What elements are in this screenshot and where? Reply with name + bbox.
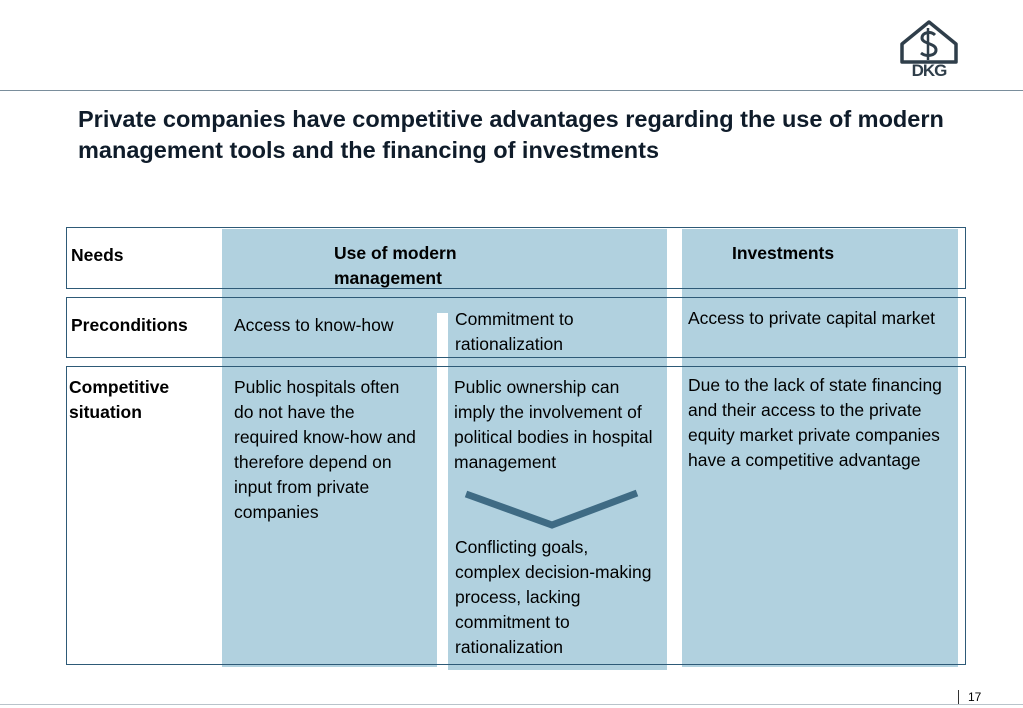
logo-text: DKG <box>912 61 948 78</box>
header-divider <box>0 90 1023 91</box>
competitive-ownership: Public ownership can imply the involveme… <box>454 377 653 472</box>
competitive-row-box <box>66 366 966 665</box>
competitive-conflicts: Conflicting goals, complex decision-maki… <box>455 537 652 657</box>
row-label-competitive: Competitive situation <box>69 377 170 422</box>
competitive-investments: Due to the lack of state financing and t… <box>688 375 942 470</box>
commitment-column-bg <box>448 313 667 670</box>
page-number-separator <box>958 690 959 704</box>
chevron-down-icon <box>464 489 639 529</box>
needs-row-box <box>66 227 966 289</box>
page-number: 17 <box>968 690 982 704</box>
investments-column-bg <box>682 229 958 667</box>
column-header-investments: Investments <box>732 243 835 263</box>
precondition-commitment: Commitment to rationalization <box>455 309 574 354</box>
footer-divider <box>0 704 1023 705</box>
column-header-management: Use of modern management <box>334 243 457 288</box>
preconditions-row-box <box>66 297 966 358</box>
row-label-preconditions: Preconditions <box>71 315 188 335</box>
precondition-know-how: Access to know-how <box>234 315 394 335</box>
management-column-bg-right <box>437 229 667 313</box>
precondition-capital: Access to private capital market <box>688 308 936 328</box>
page-title: Private companies have competitive advan… <box>78 106 944 163</box>
row-label-needs: Needs <box>71 245 124 265</box>
management-column-bg <box>222 229 437 667</box>
dkg-logo: DKG <box>900 20 958 78</box>
competitive-know-how: Public hospitals often do not have the r… <box>234 377 416 522</box>
